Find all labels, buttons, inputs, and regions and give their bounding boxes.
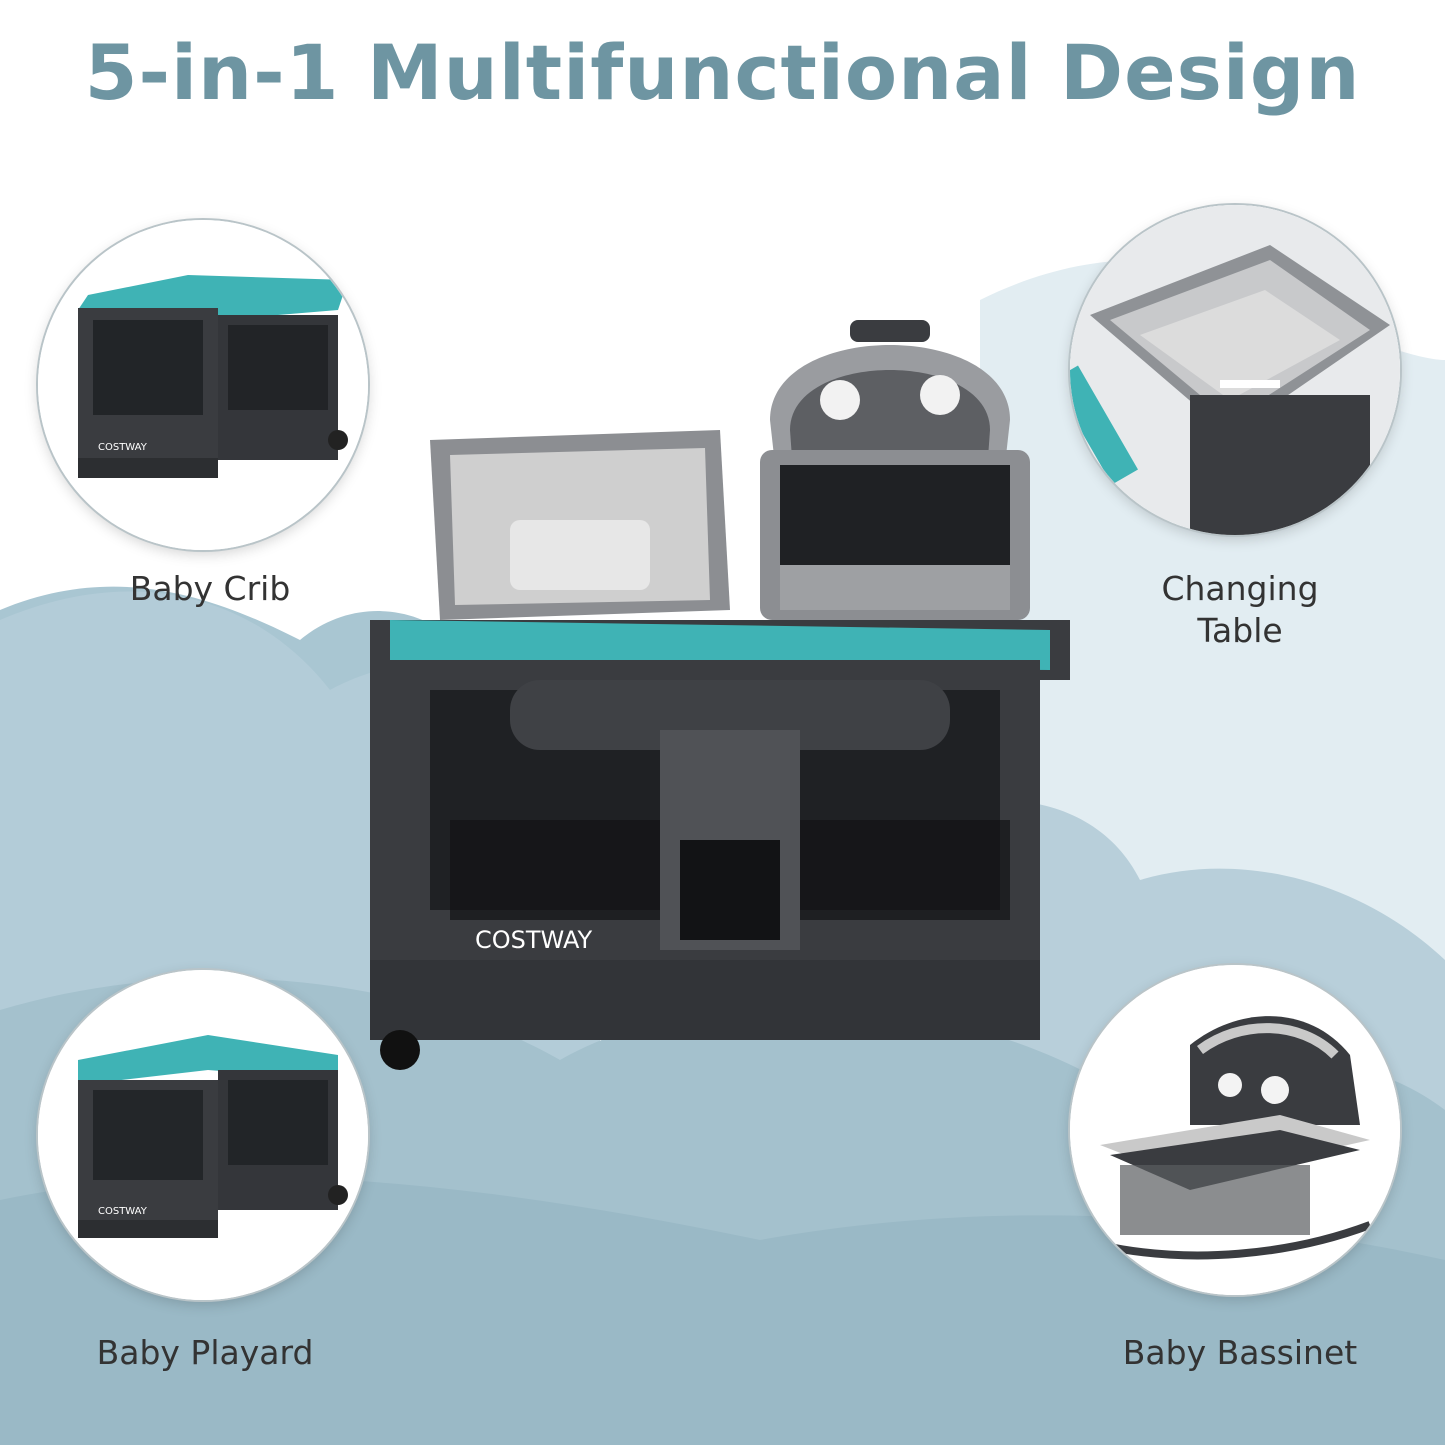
baby-bassinet-label: Baby Bassinet bbox=[1122, 1333, 1358, 1372]
playard-hero-image: COSTWAY bbox=[350, 300, 1070, 1070]
baby-crib-label: Baby Crib bbox=[129, 569, 291, 608]
changing-table-image bbox=[1070, 205, 1400, 535]
page-title: 5-in-1 Multifunctional Design bbox=[84, 28, 1361, 117]
baby-playard-label: Baby Playard bbox=[96, 1333, 314, 1372]
changing-label-line2: Table bbox=[1197, 611, 1283, 650]
crib-brand: COSTWAY bbox=[98, 442, 148, 453]
baby-playard-image: COSTWAY bbox=[38, 970, 368, 1300]
baby-crib-image: COSTWAY bbox=[38, 220, 368, 550]
baby-bassinet-image bbox=[1070, 965, 1400, 1295]
playard-brand: COSTWAY bbox=[98, 1206, 148, 1217]
changing-table-label: Changing Table bbox=[1120, 568, 1360, 652]
hero-brand: COSTWAY bbox=[475, 926, 593, 954]
changing-label-line1: Changing bbox=[1161, 569, 1319, 608]
